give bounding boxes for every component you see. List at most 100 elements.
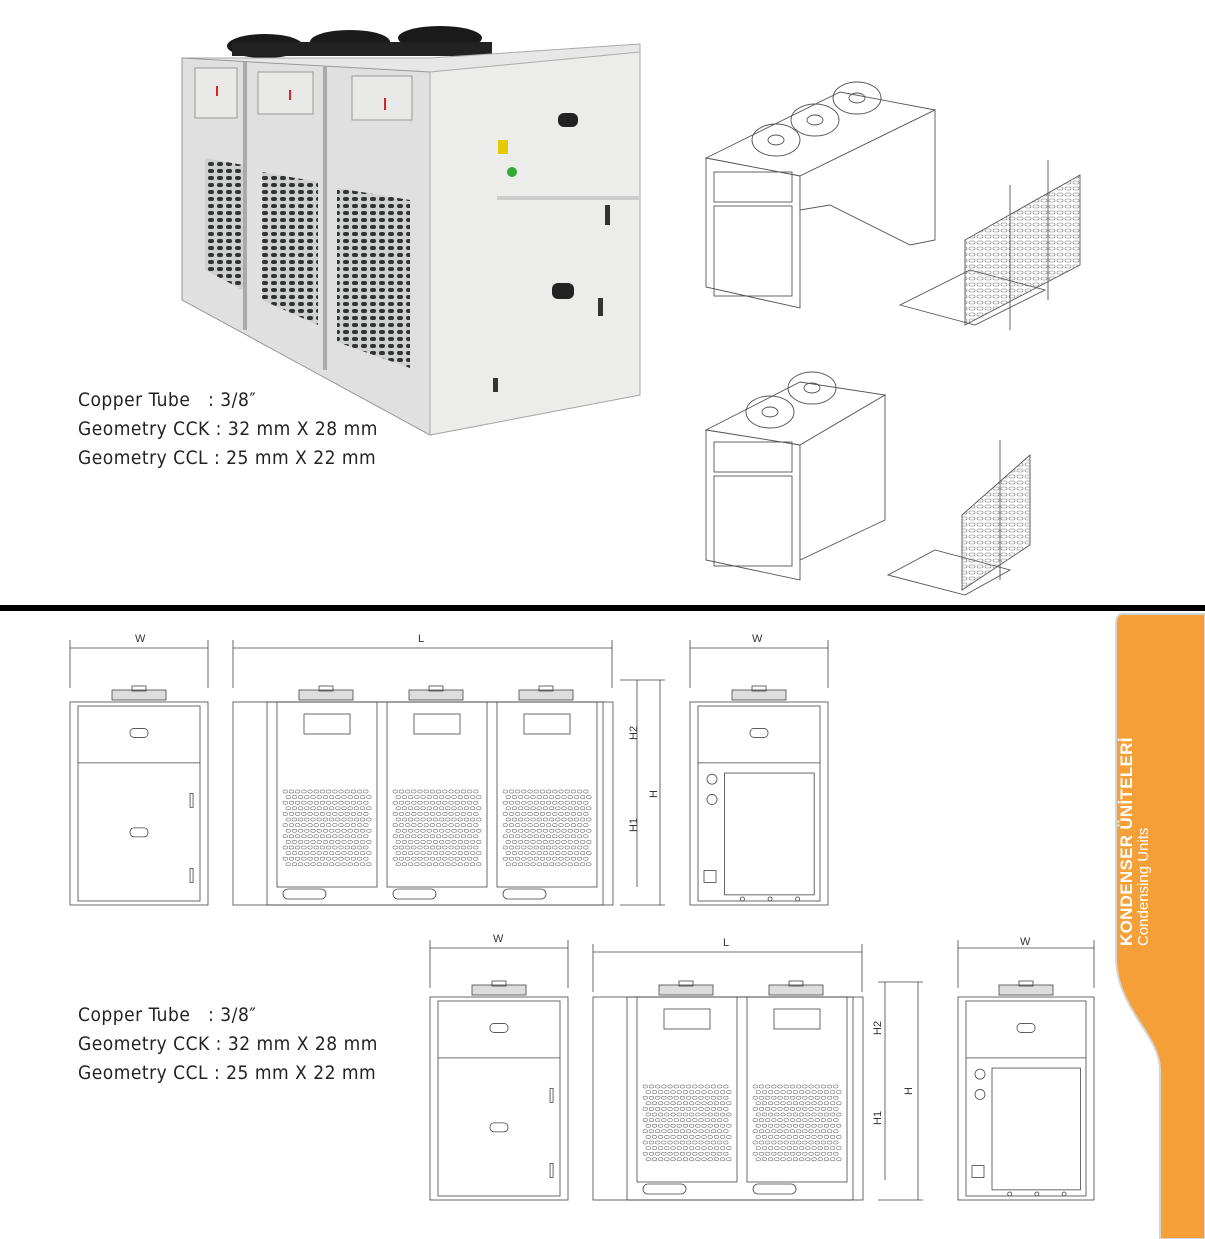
perforation (549, 862, 555, 867)
geometry-cck-spec: Geometry CCK : 32 mm X 28 mm (78, 418, 378, 440)
perforation (285, 795, 291, 799)
perforation (676, 1157, 682, 1162)
side-panel (437, 1000, 561, 1197)
perforation (473, 856, 479, 861)
perforation (307, 789, 313, 794)
perforation (282, 812, 288, 816)
perforation (423, 845, 429, 850)
handle-icon (129, 728, 149, 738)
perforation (401, 862, 407, 867)
perforation (827, 1095, 833, 1100)
perforation (651, 1090, 657, 1094)
perforation (833, 1107, 839, 1111)
perforation (521, 812, 527, 816)
perforation (802, 1084, 808, 1089)
perforation (667, 1140, 673, 1145)
perforation (580, 828, 586, 833)
perforation (515, 856, 521, 861)
perforation (546, 812, 552, 816)
perforation (783, 1151, 789, 1156)
perforation (717, 1129, 723, 1134)
perforation (833, 1118, 839, 1122)
perforation (808, 1140, 814, 1145)
perforation (542, 817, 548, 822)
perforation (836, 1123, 842, 1128)
perforation (344, 834, 350, 839)
latch (549, 1087, 554, 1103)
perforation (530, 840, 536, 844)
perforation (319, 789, 325, 794)
perforation (420, 840, 426, 844)
perforation (408, 840, 414, 844)
perforation (789, 1107, 795, 1111)
perforation (414, 806, 420, 811)
perforation (792, 1123, 798, 1128)
perforation (686, 1084, 692, 1089)
perforation (586, 795, 592, 799)
perforation (395, 862, 401, 867)
perforation (549, 795, 555, 799)
perforation (344, 845, 350, 850)
perforation (524, 862, 530, 867)
perforation (332, 856, 338, 861)
perforation (713, 1123, 719, 1128)
perforation (561, 840, 567, 844)
bolt (1034, 1191, 1040, 1197)
perforation (814, 1140, 820, 1145)
perforation (786, 1090, 792, 1094)
perforation (366, 862, 372, 867)
perforation (783, 1107, 789, 1111)
perforation (723, 1151, 729, 1156)
perforation (692, 1140, 698, 1145)
perforation (789, 1140, 795, 1145)
perforation (291, 851, 297, 855)
perforation (395, 828, 401, 833)
perforation (319, 834, 325, 839)
perforation (463, 851, 469, 855)
perforation (347, 828, 353, 833)
perforation (392, 823, 398, 827)
perforation (285, 840, 291, 844)
perforation (817, 1146, 823, 1150)
perforation (442, 812, 448, 816)
perforation (799, 1090, 805, 1094)
perforation (664, 1090, 670, 1094)
perforation (307, 834, 313, 839)
perforation (527, 823, 533, 827)
perforation (555, 795, 561, 799)
perforation (521, 800, 527, 805)
perforation (583, 856, 589, 861)
perforation (820, 1151, 826, 1156)
perforation (771, 1118, 777, 1122)
perforation (463, 817, 469, 822)
perforation (679, 1118, 685, 1122)
perforation (546, 834, 552, 839)
perforation (295, 789, 301, 794)
perforation (673, 1151, 679, 1156)
perforation (432, 828, 438, 833)
dim-l-label: L (418, 633, 424, 645)
exploded-view-3-fan (704, 81, 1081, 330)
perforation (288, 812, 294, 816)
perforation (445, 795, 451, 799)
perforation (552, 823, 558, 827)
perforation (304, 817, 310, 822)
perforation (405, 789, 411, 794)
perforation (347, 817, 353, 822)
perforation (805, 1146, 811, 1150)
perforation (786, 1135, 792, 1139)
perforation (573, 862, 579, 867)
perforation (564, 800, 570, 805)
perforation (780, 1146, 786, 1150)
specs-top: Copper Tube : 3/8″ Geometry CCK : 32 mm … (78, 386, 378, 473)
perforation (408, 806, 414, 811)
handle-icon (129, 827, 149, 838)
perforation (357, 812, 363, 816)
perforation (539, 812, 545, 816)
perforation (774, 1135, 780, 1139)
perforation (561, 862, 567, 867)
perforation (676, 1135, 682, 1139)
perforation (833, 1140, 839, 1145)
perforation (322, 817, 328, 822)
perforation (467, 834, 473, 839)
